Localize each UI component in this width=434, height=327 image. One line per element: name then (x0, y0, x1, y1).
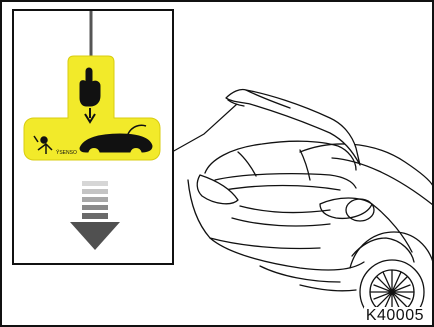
car-rear-drawing (188, 89, 433, 324)
callout: ŸSENSO (13, 10, 237, 264)
open-trunk-lid (226, 89, 360, 165)
trunk-opening (205, 141, 356, 173)
figure-code: K40005 (364, 307, 426, 325)
handle-text: ŸSENSO (56, 149, 77, 156)
callout-leader (172, 104, 237, 152)
